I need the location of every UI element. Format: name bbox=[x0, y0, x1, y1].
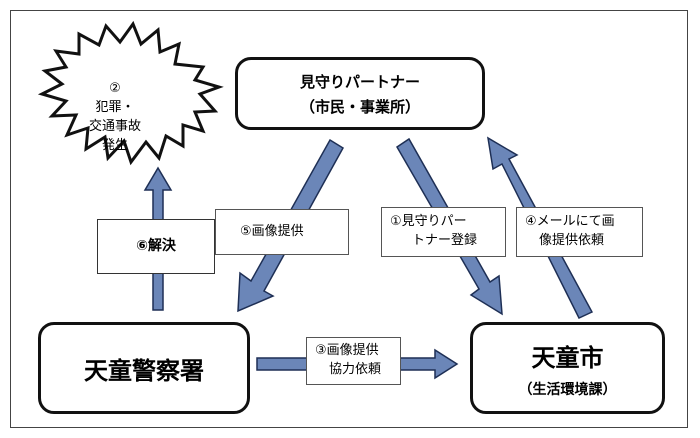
partner-title: 見守りパートナー bbox=[299, 72, 420, 91]
step5-label: ⑤画像提供 bbox=[215, 209, 349, 255]
step4-line2: 像提供依頼 bbox=[539, 233, 605, 248]
step6-label: ⑥解決 bbox=[97, 219, 215, 274]
incident-line3: 発生 bbox=[101, 137, 128, 153]
diagram-frame bbox=[10, 10, 688, 428]
step4-line1: ④メールにて画 bbox=[525, 214, 615, 230]
incident-line2: 交通事故 bbox=[88, 118, 141, 134]
incident-starburst bbox=[37, 20, 224, 166]
police-box: 天童警察署 bbox=[38, 322, 250, 414]
step1-line2: トナー登録 bbox=[412, 233, 478, 248]
partner-subtitle: （市民・事業所） bbox=[299, 97, 420, 116]
step3-label: ③画像提供 協力依頼 bbox=[306, 337, 401, 385]
step1-line1: ①見守りパー bbox=[390, 214, 467, 230]
step1-label: ①見守りパー トナー登録 bbox=[381, 207, 506, 257]
step3-line1: ③画像提供 bbox=[315, 343, 379, 359]
step6-text: ⑥解決 bbox=[136, 238, 176, 255]
step4-label: ④メールにて画 像提供依頼 bbox=[516, 207, 643, 257]
incident-label: ② 犯罪・ 交通事故 発生 bbox=[70, 80, 160, 155]
city-name: 天童市 bbox=[531, 343, 604, 372]
incident-line1: 犯罪・ bbox=[95, 99, 135, 115]
step3-line2: 協力依頼 bbox=[329, 362, 382, 377]
city-dept: （生活環境課） bbox=[518, 381, 617, 398]
city-box: 天童市 （生活環境課） bbox=[470, 322, 665, 414]
police-name: 天童警察署 bbox=[84, 356, 204, 385]
incident-number: ② bbox=[109, 81, 121, 96]
partner-box: 見守りパートナー （市民・事業所） bbox=[235, 57, 485, 130]
step5-text: ⑤画像提供 bbox=[240, 223, 304, 239]
